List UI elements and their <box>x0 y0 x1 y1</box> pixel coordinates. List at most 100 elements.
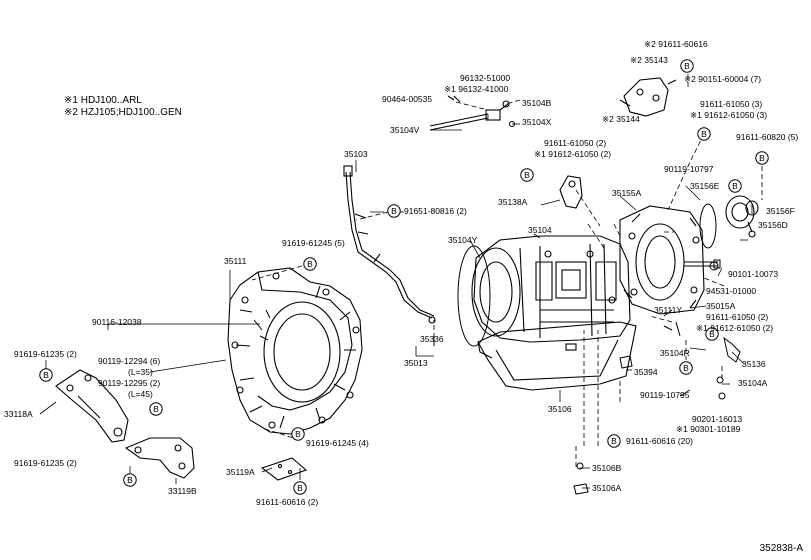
label-90151-60004: ※2 90151-60004 (7) <box>684 74 761 84</box>
bolt-symbol: B <box>149 402 163 416</box>
hardware-bolts <box>253 259 741 495</box>
label-96132-51000: 96132-51000 <box>460 73 510 83</box>
label-96132-41000: ※1 96132-41000 <box>444 84 509 94</box>
svg-text:B: B <box>759 153 765 163</box>
label-91651-80816: 91651-80816 (2) <box>404 206 467 216</box>
bolt-symbol: B <box>291 427 305 441</box>
svg-text:B: B <box>295 429 301 439</box>
bolt-symbol: B <box>123 473 137 487</box>
label-91611-60820: 91611-60820 (5) <box>736 132 798 142</box>
bracket-33119b <box>124 437 195 479</box>
label-35106b: 35106B <box>592 463 622 473</box>
extension-housing <box>619 205 705 315</box>
seal-ring-35104y <box>457 245 491 347</box>
label-35394: 35394 <box>634 367 658 377</box>
svg-text:B: B <box>391 206 397 216</box>
bracket-33118a <box>55 369 129 443</box>
label-35156d: 35156D <box>758 220 788 230</box>
label-91611-61050-3: 91611-61050 (3) <box>700 99 762 109</box>
bolt-symbol: B <box>293 481 307 495</box>
label-90119-12294: 90119-12294 (6) <box>98 356 160 366</box>
bolt-symbol: B <box>697 127 711 141</box>
svg-text:B: B <box>153 404 159 414</box>
oil-pan <box>477 321 637 391</box>
label-91619-61245-5: 91619-61245 (5) <box>282 238 345 248</box>
svg-text:B: B <box>524 170 530 180</box>
svg-text:B: B <box>43 370 49 380</box>
applicability-note-1: ※1 HDJ100..ARL <box>64 95 142 106</box>
label-91612-61050-2b: ※1 91612-61050 (2) <box>696 323 773 333</box>
label-35336: 35336 <box>420 334 444 344</box>
label-35013: 35013 <box>404 358 428 368</box>
label-35104a: 35104A <box>738 378 768 388</box>
label-l45: (L=45) <box>128 389 153 399</box>
label-90101-10073: 90101-10073 <box>728 269 778 279</box>
label-91611-60616-20: 91611-60616 (20) <box>626 436 693 446</box>
transmission-case <box>471 235 631 343</box>
label-35104y: 35104Y <box>448 235 478 245</box>
breather-hose <box>429 95 516 131</box>
svg-text:B: B <box>683 363 689 373</box>
label-33118a: 33118A <box>4 409 33 419</box>
part-35394 <box>619 355 633 369</box>
bolt-symbol: B <box>387 204 401 218</box>
label-91619-61235-a: 91619-61235 (2) <box>14 349 77 359</box>
oil-filler-tube <box>343 165 436 324</box>
label-91619-61235-b: 91619-61235 (2) <box>14 458 77 468</box>
svg-text:B: B <box>684 61 690 71</box>
label-35104x: 35104X <box>522 117 552 127</box>
label-l35: (L=35) <box>128 367 153 377</box>
svg-text:B: B <box>127 475 133 485</box>
plate-35119a <box>260 457 308 481</box>
svg-text:B: B <box>709 329 715 339</box>
label-35104: 35104 <box>528 225 552 235</box>
bolt-symbol: B <box>607 434 621 448</box>
applicability-note-2: ※2 HZJ105;HDJ100..GEN <box>64 107 182 118</box>
label-90201-16013: 90201-16013 <box>692 414 742 424</box>
bolt-symbol: B <box>705 327 719 341</box>
label-35155a: 35155A <box>612 188 642 198</box>
label-35144: ※2 35144 <box>602 114 640 124</box>
label-90119-12295: 90119-12295 (2) <box>98 378 160 388</box>
dashed-leaders <box>251 66 763 470</box>
label-35138a: 35138A <box>498 197 528 207</box>
label-35104b: 35104B <box>522 98 552 108</box>
svg-text:B: B <box>732 181 738 191</box>
label-91611-61050-2b: 91611-61050 (2) <box>706 312 768 322</box>
label-35111: 35111 <box>224 256 247 266</box>
label-35136: 35136 <box>742 359 766 369</box>
svg-text:B: B <box>611 436 617 446</box>
label-90119-10797: 90119-10797 <box>664 164 714 174</box>
label-94531-01000: 94531-01000 <box>706 286 756 296</box>
label-90119-10795: 90119-10795 <box>640 390 690 400</box>
svg-text:B: B <box>307 259 313 269</box>
label-35156e: 35156E <box>690 181 720 191</box>
label-90464-00535: 90464-00535 <box>382 94 432 104</box>
label-35106: 35106 <box>548 404 572 414</box>
svg-text:B: B <box>297 483 303 493</box>
bolt-symbol: B <box>679 361 693 375</box>
label-35156f: 35156F <box>766 206 795 216</box>
label-91611-61050-2a: 91611-61050 (2) <box>544 138 606 148</box>
label-35104r: 35104R <box>660 348 690 358</box>
label-35103: 35103 <box>344 149 368 159</box>
part-labels: 35103 35111 90116-12038 91619-61235 (2) … <box>4 39 798 507</box>
plate-35143 <box>619 77 677 117</box>
bolt-symbols: B B B B B B B B B B B B B B B <box>39 59 769 495</box>
label-91619-61245-4: 91619-61245 (4) <box>306 438 369 448</box>
bolt-symbol: B <box>680 59 694 73</box>
label-91612-61050-3: ※1 91612-61050 (3) <box>690 110 767 120</box>
svg-text:B: B <box>701 129 707 139</box>
label-35119a: 35119A <box>226 467 255 477</box>
seal-35156f <box>725 195 759 238</box>
gasket-35156e <box>699 203 717 249</box>
bolt-symbol: B <box>755 151 769 165</box>
label-35111y: 35111Y <box>654 305 682 315</box>
label-91612-61050-2a: ※1 91612-61050 (2) <box>534 149 611 159</box>
bolt-symbol: B <box>520 168 534 182</box>
bolt-symbol: B <box>39 368 53 382</box>
label-35104v: 35104V <box>390 125 420 135</box>
label-91611-60616-top: ※2 91611-60616 <box>644 39 708 49</box>
part-35138a <box>559 175 583 209</box>
